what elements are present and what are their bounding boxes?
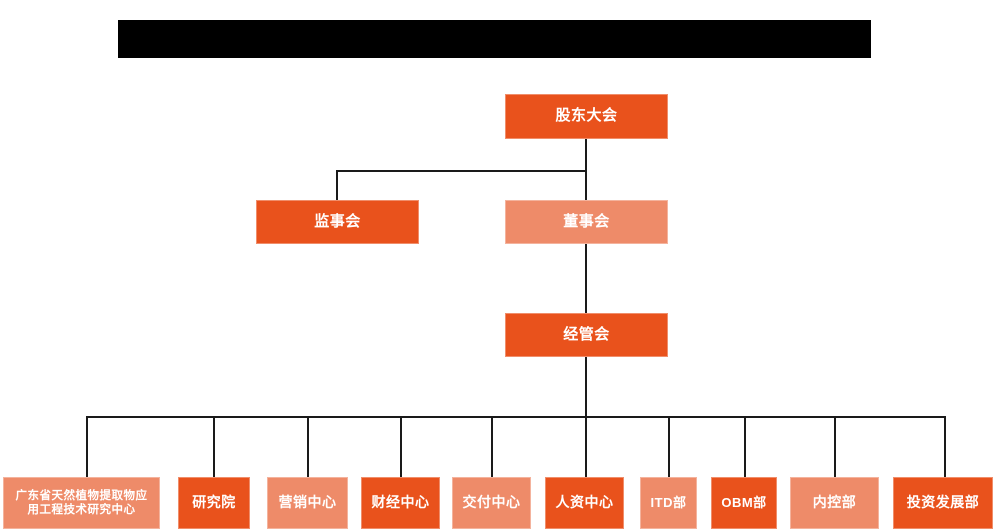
node-dept-human-resources-center[interactable]: 人资中心 xyxy=(545,477,624,529)
connector-shareholders-down xyxy=(585,139,587,172)
connector-drop-dept7 xyxy=(668,416,670,477)
dept1-label-line2: 用工程技术研究中心 xyxy=(27,504,136,516)
node-board-of-directors[interactable]: 董事会 xyxy=(505,200,668,244)
node-dept-obm[interactable]: OBM部 xyxy=(711,477,777,529)
connector-drop-dept4 xyxy=(400,416,402,477)
node-dept-research-institute[interactable]: 研究院 xyxy=(178,477,250,529)
node-shareholders-meeting[interactable]: 股东大会 xyxy=(505,94,668,139)
connector-drop-dept6 xyxy=(585,416,587,477)
node-dept-finance-center[interactable]: 财经中心 xyxy=(361,477,440,529)
node-management-committee[interactable]: 经管会 xyxy=(505,313,668,357)
node-board-of-supervisors[interactable]: 监事会 xyxy=(256,200,419,244)
connector-management-down xyxy=(585,357,587,418)
connector-drop-dept9 xyxy=(834,416,836,477)
node-dept-delivery-center[interactable]: 交付中心 xyxy=(452,477,531,529)
redacted-title-bar xyxy=(118,20,871,58)
node-dept-investment-development[interactable]: 投资发展部 xyxy=(893,477,993,529)
node-dept-internal-control[interactable]: 内控部 xyxy=(790,477,879,529)
connector-down-to-directors xyxy=(585,170,587,201)
connector-drop-dept1 xyxy=(86,416,88,477)
node-dept-natural-plant-extract-research-center[interactable]: 广东省天然植物提取物应 用工程技术研究中心 xyxy=(3,477,160,529)
dept1-label-line1: 广东省天然植物提取物应 xyxy=(15,489,148,502)
connector-drop-dept2 xyxy=(213,416,215,477)
connector-departments-horizontal-bus xyxy=(86,416,946,418)
connector-directors-to-management xyxy=(585,243,587,314)
connector-drop-dept5 xyxy=(491,416,493,477)
node-dept-marketing-center[interactable]: 营销中心 xyxy=(267,477,348,529)
connector-level1-horizontal-bus xyxy=(336,170,587,172)
node-dept-itd[interactable]: ITD部 xyxy=(640,477,697,529)
connector-drop-dept3 xyxy=(307,416,309,477)
connector-down-to-supervisors xyxy=(336,170,338,201)
connector-drop-dept10 xyxy=(944,416,946,477)
connector-drop-dept8 xyxy=(744,416,746,477)
